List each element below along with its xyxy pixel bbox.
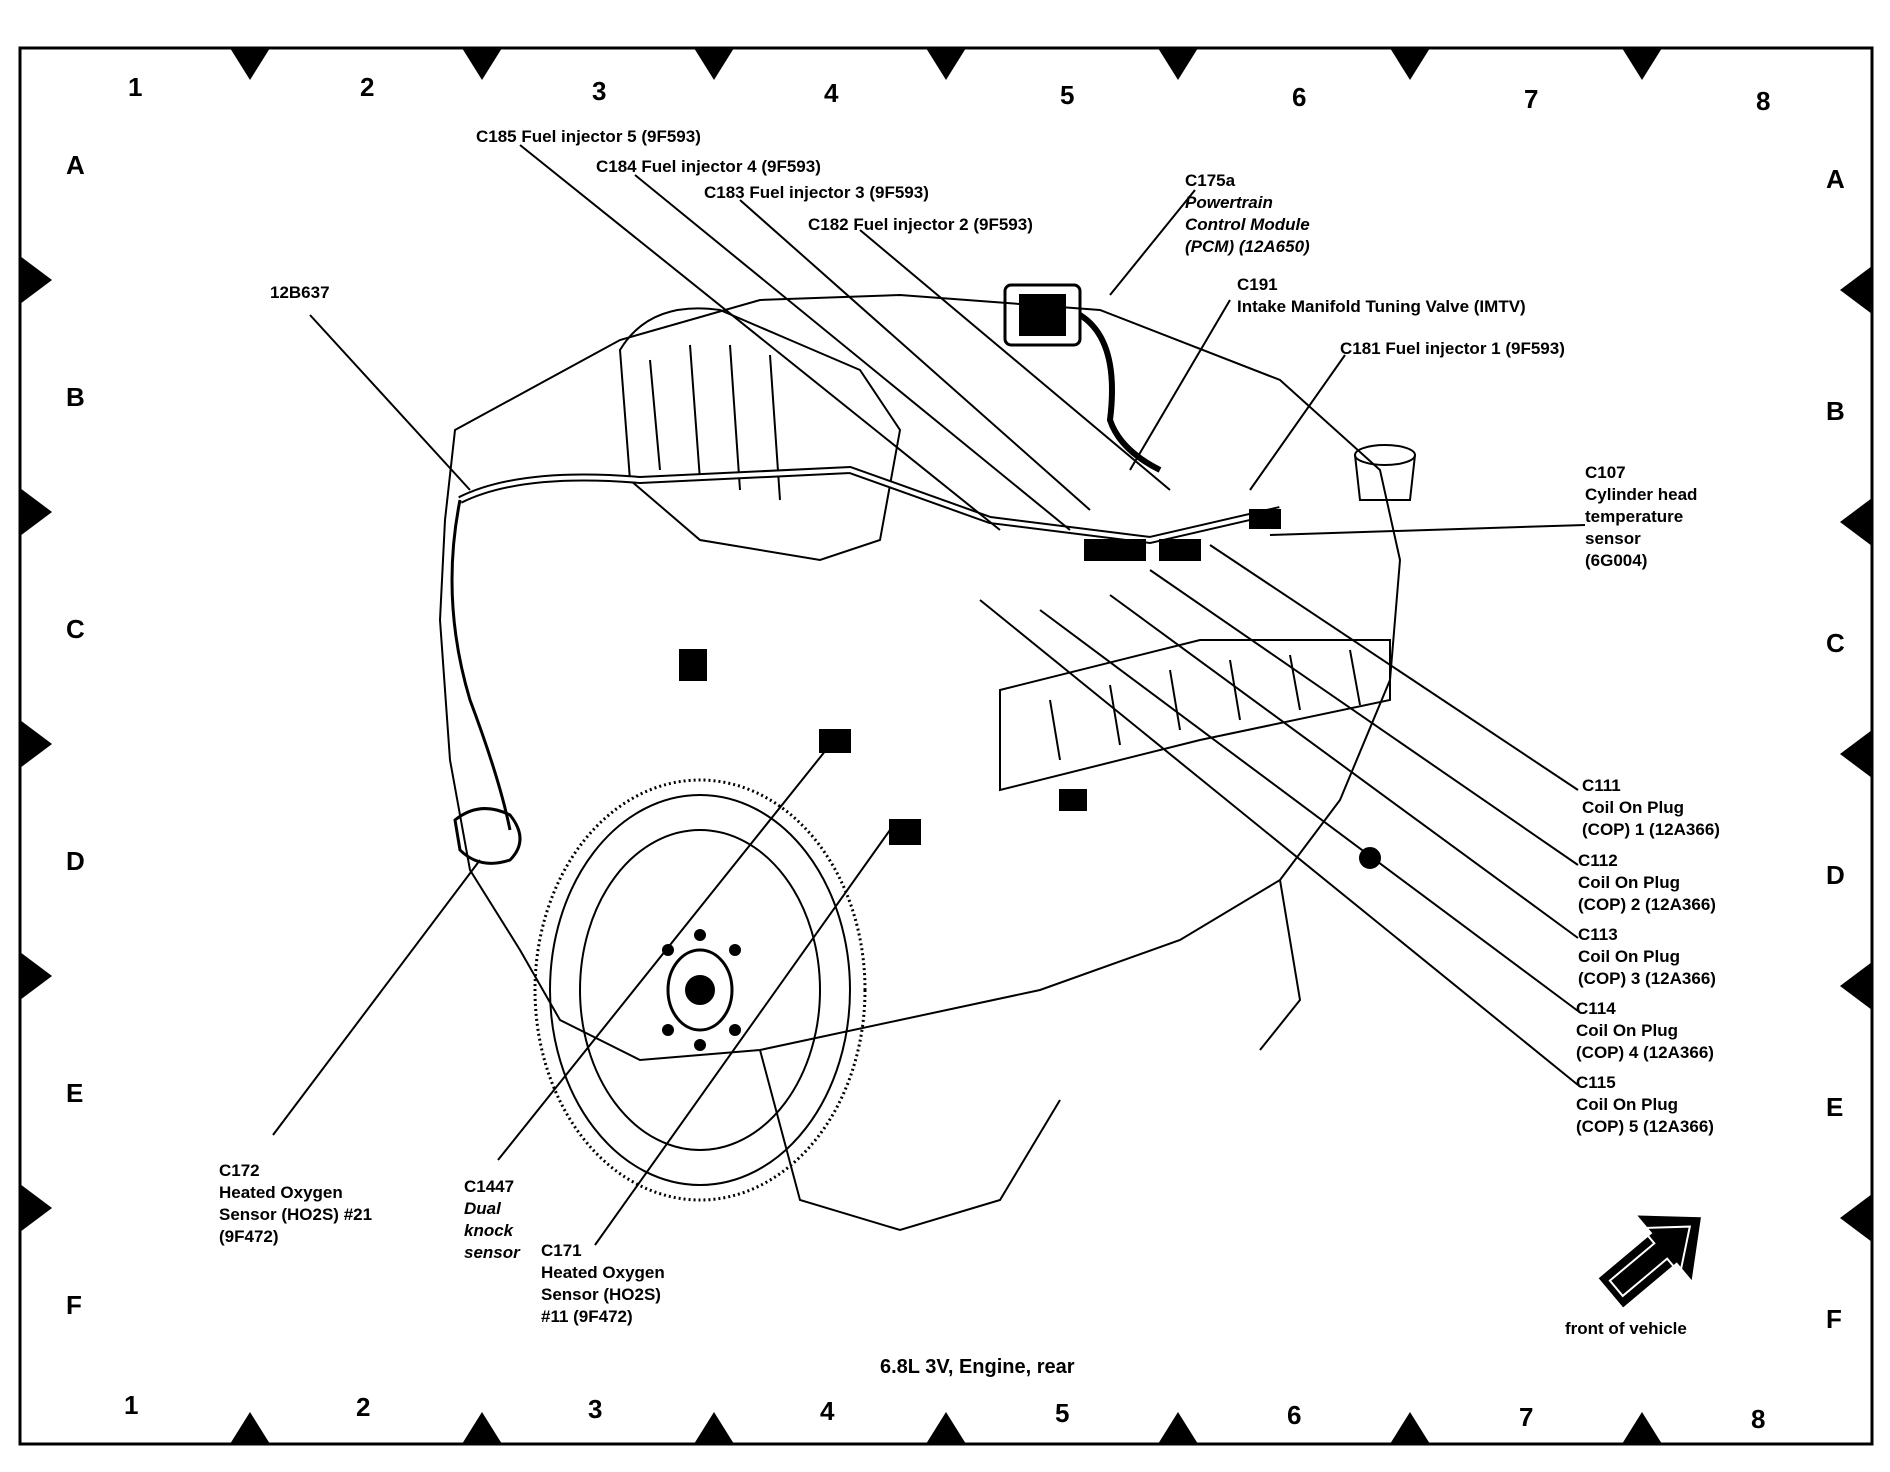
grid-row-e-left: E (66, 1078, 84, 1108)
callout-c175a-id: C175a (1185, 171, 1236, 190)
grid-row-c-left: C (66, 614, 85, 644)
callout-c111-cop-1: C111 Coil On Plug (COP) 1 (12A366) (1582, 776, 1720, 839)
callout-c114-cop-4: C114 Coil On Plug (COP) 4 (12A366) (1576, 999, 1714, 1062)
callout-c175a-pcm: Powertrain Control Module (PCM) (12A650) (1185, 193, 1310, 256)
callout-c182-fuel-injector-2: C182 Fuel injector 2 (9F593) (808, 215, 1033, 234)
grid-row-f-right: F (1826, 1304, 1842, 1334)
grid-row-d-right: D (1826, 860, 1845, 890)
grid-col-5-bottom: 5 (1055, 1398, 1070, 1428)
grid-col-6-top: 6 (1292, 82, 1307, 112)
grid-col-6-bottom: 6 (1287, 1400, 1302, 1430)
grid-col-4-top: 4 (824, 78, 839, 108)
flywheel (549, 794, 851, 1186)
grid-col-8-top: 8 (1756, 86, 1771, 116)
grid-row-c-right: C (1826, 628, 1845, 658)
grid-col-4-bottom: 4 (820, 1396, 835, 1426)
grid-col-3-top: 3 (592, 76, 607, 106)
callout-c113-cop-3: C113 Coil On Plug (COP) 3 (12A366) (1578, 925, 1716, 988)
grid-col-8-bottom: 8 (1751, 1404, 1766, 1434)
grid-col-3-bottom: 3 (588, 1394, 603, 1424)
callout-c1447-knock-sensor: Dual knock sensor (464, 1199, 520, 1262)
callout-c1447-id: C1447 (464, 1177, 515, 1196)
callout-c183-fuel-injector-3: C183 Fuel injector 3 (9F593) (704, 183, 929, 202)
grid-row-f-left: F (66, 1290, 82, 1320)
leader-lines (272, 144, 1586, 1246)
front-of-vehicle-label: front of vehicle (1565, 1319, 1687, 1338)
grid-col-2-bottom: 2 (356, 1392, 371, 1422)
callout-12b637-harness: 12B637 (270, 283, 330, 302)
grid-row-a-right: A (1826, 164, 1845, 194)
callout-c184-fuel-injector-4: C184 Fuel injector 4 (9F593) (596, 157, 821, 176)
callout-c171-ho2s-11: C171 Heated Oxygen Sensor (HO2S) #11 (9F… (541, 1241, 665, 1326)
grid-row-b-right: B (1826, 396, 1845, 426)
callout-c112-cop-2: C112 Coil On Plug (COP) 2 (12A366) (1578, 851, 1716, 914)
front-of-vehicle-arrow (1598, 1215, 1701, 1308)
grid-col-7-top: 7 (1524, 84, 1539, 114)
callout-c115-cop-5: C115 Coil On Plug (COP) 5 (12A366) (1576, 1073, 1714, 1136)
grid-markers-bottom (230, 1412, 1662, 1444)
grid-row-e-right: E (1826, 1092, 1844, 1122)
callout-c107-cht-sensor: C107 Cylinder head temperature sensor (6… (1585, 463, 1698, 570)
grid-markers-right (1840, 266, 1872, 1242)
grid-col-1-bottom: 1 (124, 1390, 139, 1420)
grid-col-2-top: 2 (360, 72, 375, 102)
grid-markers-left (20, 256, 52, 1232)
engine-drawing (438, 283, 1416, 1232)
grid-row-b-left: B (66, 382, 85, 412)
grid-col-7-bottom: 7 (1519, 1402, 1534, 1432)
callout-c172-ho2s-21: C172 Heated Oxygen Sensor (HO2S) #21 (9F… (219, 1161, 373, 1246)
callout-c191-imtv: C191 Intake Manifold Tuning Valve (IMTV) (1237, 275, 1526, 316)
grid-col-1-top: 1 (128, 72, 143, 102)
diagram-caption: 6.8L 3V, Engine, rear (880, 1356, 1075, 1378)
callout-c185-fuel-injector-5: C185 Fuel injector 5 (9F593) (476, 127, 701, 146)
grid-col-5-top: 5 (1060, 80, 1075, 110)
grid-row-a-left: A (66, 150, 85, 180)
grid-markers-top (230, 48, 1662, 80)
grid-row-d-left: D (66, 846, 85, 876)
callout-c181-fuel-injector-1: C181 Fuel injector 1 (9F593) (1340, 339, 1565, 358)
